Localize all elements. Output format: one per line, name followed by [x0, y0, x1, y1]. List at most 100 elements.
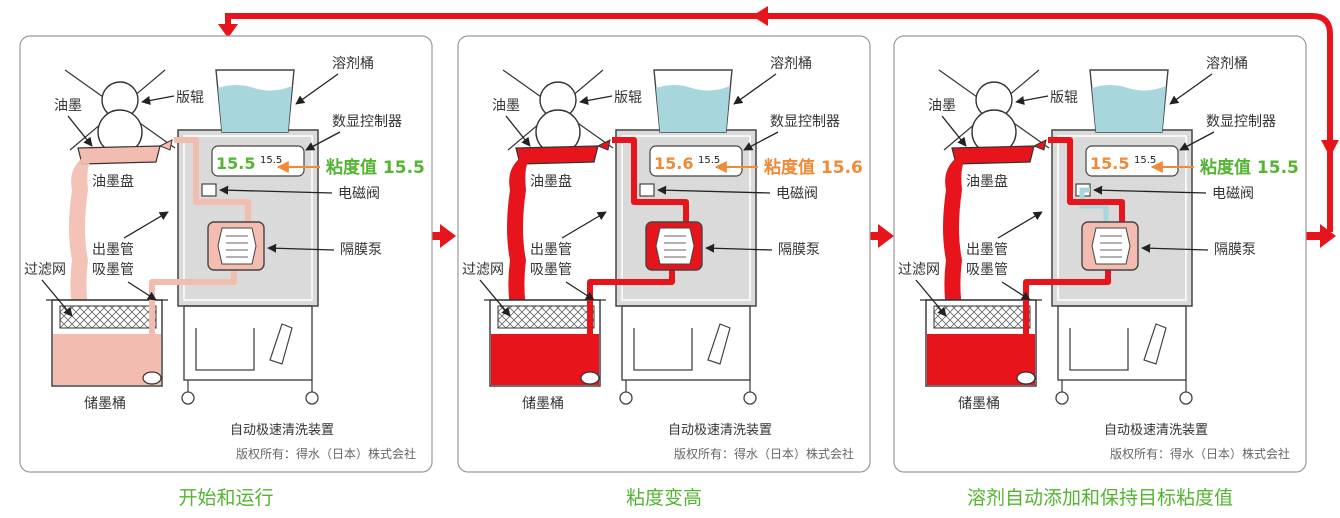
viscosity-label: 粘度值 15.6: [764, 157, 863, 178]
outlet-pipe-leader: [997, 211, 1043, 239]
solenoid-valve: [639, 183, 655, 197]
filter-mesh: [59, 305, 157, 329]
ink-leader: [941, 115, 967, 147]
solvent-tank-leader: [1169, 73, 1213, 105]
controller-leader: [305, 131, 341, 151]
filter-mesh: [933, 305, 1031, 329]
outlet-pipe-label: 出墨管: [530, 242, 572, 258]
solvent-tank-label: 溶剂桶: [1206, 56, 1248, 72]
pump-leader: [705, 243, 773, 253]
controller-label: 数显控制器: [1206, 114, 1276, 130]
filter-leader: [41, 279, 73, 317]
cart-tray: [195, 328, 255, 371]
ink-stream: [69, 158, 90, 320]
solvent-liquid: [656, 85, 730, 132]
filter-leader: [479, 279, 511, 317]
ink-tray-lip: [1032, 139, 1047, 151]
cart-wheel-left: [1055, 391, 1069, 405]
filter-leader: [915, 279, 947, 317]
ink-tank-label: 储墨桶: [958, 396, 1000, 412]
display-setpoint: 15.5: [260, 155, 282, 166]
viscosity-label: 粘度值 15.5: [326, 157, 425, 178]
pump-label: 隔膜泵: [340, 242, 382, 258]
solvent-tank-leader: [295, 73, 339, 105]
suction-pipe-label: 吸墨管: [966, 262, 1008, 278]
filter-mesh: [497, 305, 595, 329]
cart-frame: [1057, 305, 1187, 381]
filter-label: 过滤网: [898, 262, 940, 278]
solenoid-label: 电磁阀: [1212, 186, 1254, 202]
ink-tray-lip: [158, 139, 173, 151]
plate-roller-leader: [579, 95, 613, 105]
plate-roller-label: 版辊: [1050, 90, 1078, 106]
ink-tray-label: 油墨盘: [92, 173, 134, 190]
pump-label: 隔膜泵: [1214, 242, 1256, 258]
cart-wheel-right: [743, 391, 757, 405]
machine-inner-line: [183, 135, 313, 301]
cart-tray: [1069, 328, 1129, 371]
step-arrow-2: [866, 224, 894, 248]
outlet-pipe: [1048, 137, 1125, 222]
solenoid-leader: [1093, 185, 1207, 195]
plate-roller-label: 版辊: [176, 90, 204, 106]
ink-tray: [77, 145, 161, 165]
ink-stream: [507, 158, 528, 320]
controller-leader: [1179, 131, 1215, 151]
cart-brush: [707, 323, 731, 365]
suction-pipe: [149, 270, 237, 376]
suction-pipe-leader: [1001, 281, 1031, 301]
ink-tray: [515, 145, 599, 165]
cart-brush: [1143, 323, 1167, 365]
cart-wheel-left: [181, 391, 195, 405]
solvent-liquid: [1092, 85, 1166, 132]
solvent-liquid: [218, 85, 292, 132]
suction-pipe-leader: [127, 281, 157, 301]
solvent-pipe: [1079, 187, 1109, 222]
step-arrow-3: [1306, 224, 1336, 248]
ink-label: 油墨: [928, 98, 956, 114]
step-title: 开始和运行: [178, 487, 273, 509]
controller-label: 数显控制器: [770, 114, 840, 130]
ink-tray-label: 油墨盘: [530, 173, 572, 190]
step-title: 溶剂自动添加和保持目标粘度值: [967, 487, 1233, 509]
cart-frame: [183, 305, 313, 381]
controller-label: 数显控制器: [332, 114, 402, 130]
copyright-notice: 版权所有：得水（日本）株式会社: [674, 446, 854, 461]
ink-tank-label: 储墨桶: [522, 396, 564, 412]
suction-pipe: [587, 270, 675, 376]
cart-frame: [621, 305, 751, 381]
controller-leader: [743, 131, 779, 151]
outlet-pipe-leader: [561, 211, 607, 239]
feedback-loop-arrow: [218, 6, 1339, 232]
cart-wheel-right: [305, 391, 319, 405]
outlet-pipe-leader: [123, 211, 169, 239]
solvent-tank-label: 溶剂桶: [770, 56, 812, 72]
suction-pipe: [1023, 270, 1111, 376]
suction-foot: [142, 371, 162, 385]
filter-label: 过滤网: [462, 262, 504, 278]
display-setpoint: 15.5: [1134, 155, 1156, 166]
step-arrow-1: [428, 224, 456, 248]
ink-tray-label: 油墨盘: [966, 173, 1008, 190]
outlet-pipe-label: 出墨管: [966, 242, 1008, 258]
pump-label: 隔膜泵: [778, 242, 820, 258]
pump-diaphragm: [217, 227, 257, 265]
suction-foot: [580, 371, 600, 385]
ink-leader: [67, 115, 93, 147]
solenoid-label: 电磁阀: [776, 186, 818, 202]
ink-label: 油墨: [492, 98, 520, 114]
cart-tray: [633, 328, 693, 371]
device-caption: 自动极速清洗装置: [1104, 423, 1208, 438]
solenoid-leader: [657, 185, 771, 195]
machine-inner-line: [621, 135, 751, 301]
pump-diaphragm: [655, 227, 695, 265]
solenoid-valve: [201, 183, 217, 197]
ink-stream: [943, 158, 964, 320]
plate-roller-leader: [141, 95, 175, 105]
pump-leader: [267, 243, 335, 253]
solvent-tank-label: 溶剂桶: [332, 56, 374, 72]
